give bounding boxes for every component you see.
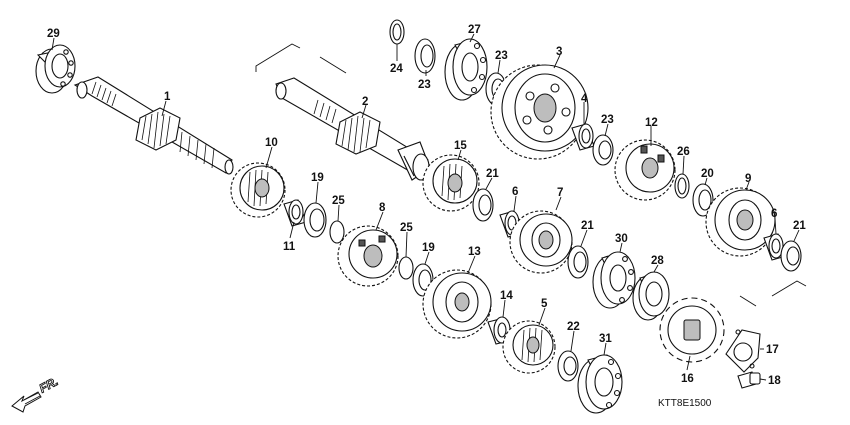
part-label-23-third: 23 [601, 114, 614, 126]
gear-7 [509, 210, 573, 274]
part-number-labels: 29 1 2 24 23 27 23 3 4 23 12 26 20 9 10 … [47, 24, 806, 387]
washer-22 [557, 350, 579, 382]
gear-12 [614, 139, 676, 201]
bearing-29 [35, 44, 76, 94]
gear-8 [337, 225, 399, 287]
gear-9 [705, 187, 776, 257]
part-label-17: 17 [766, 344, 779, 356]
part-label-7: 7 [557, 187, 563, 199]
part-label-28: 28 [651, 255, 664, 267]
bearing-27 [444, 38, 488, 101]
part-label-6-right: 6 [771, 208, 777, 220]
gear-3 [490, 64, 589, 160]
part-label-18: 18 [768, 375, 781, 387]
part-label-29: 29 [47, 28, 60, 40]
part-label-22: 22 [567, 321, 580, 333]
bolt-18 [737, 371, 761, 389]
part-label-11: 11 [283, 241, 296, 253]
gear-13 [422, 269, 492, 339]
part-label-31: 31 [599, 333, 612, 345]
part-label-24: 24 [390, 63, 403, 75]
mainshaft-1 [73, 76, 234, 175]
leader-lines [51, 33, 800, 381]
part-label-21-lower: 21 [581, 220, 594, 232]
part-label-8: 8 [379, 202, 386, 214]
bearing-28 [632, 271, 670, 321]
part-label-25-lower: 25 [400, 222, 413, 234]
bearing-31 [577, 354, 623, 414]
gear-10 [230, 162, 286, 218]
part-label-14: 14 [500, 290, 513, 302]
part-label-6-middle: 6 [512, 186, 518, 198]
part-label-30: 30 [615, 233, 628, 245]
snap-ring-25-lower [398, 256, 414, 280]
gear-15 [422, 154, 480, 212]
part-label-15: 15 [454, 140, 467, 152]
washer-20 [692, 183, 714, 217]
washer-21-lower [567, 245, 589, 279]
part-label-23-upper: 23 [418, 79, 431, 91]
part-label-20: 20 [701, 168, 714, 180]
part-label-19-lower: 19 [422, 242, 435, 254]
front-direction-label: FR. [37, 374, 61, 395]
part-label-25-upper: 25 [332, 195, 345, 207]
assembly-bracket-top [255, 43, 347, 74]
part-label-5: 5 [541, 298, 548, 310]
part-label-27: 27 [468, 24, 481, 36]
countershaft-2 [275, 77, 431, 181]
part-label-9: 9 [745, 173, 751, 185]
part-label-3: 3 [556, 46, 562, 58]
part-label-1: 1 [164, 91, 171, 103]
snap-ring-24 [389, 19, 405, 45]
assembly-bracket-right [739, 280, 807, 307]
part-label-21-right: 21 [793, 220, 806, 232]
bushing-11 [283, 199, 307, 227]
plate-17 [725, 329, 761, 373]
part-label-4: 4 [581, 93, 588, 105]
clip-26 [674, 173, 690, 199]
sprocket-16 [659, 297, 725, 363]
part-label-2: 2 [362, 96, 368, 108]
washer-21-right [780, 240, 802, 272]
part-label-16: 16 [681, 373, 694, 385]
washer-23-upper [414, 38, 436, 74]
bearing-30 [592, 251, 636, 309]
part-label-10: 10 [265, 137, 278, 149]
washer-21-middle [472, 188, 494, 222]
front-direction-arrow: FR. [11, 374, 61, 413]
bushing-4 [571, 123, 595, 151]
part-label-19-upper: 19 [311, 172, 324, 184]
gear-5 [502, 320, 556, 374]
part-label-12: 12 [645, 117, 658, 129]
part-label-23-second: 23 [495, 50, 508, 62]
washer-19-upper [303, 202, 327, 238]
part-label-26: 26 [677, 146, 690, 158]
washer-23-third [592, 134, 614, 166]
part-label-13: 13 [468, 246, 481, 258]
part-label-21-middle: 21 [486, 168, 499, 180]
diagram-code: KTT8E1500 [658, 398, 712, 409]
snap-ring-25-upper [329, 220, 345, 244]
